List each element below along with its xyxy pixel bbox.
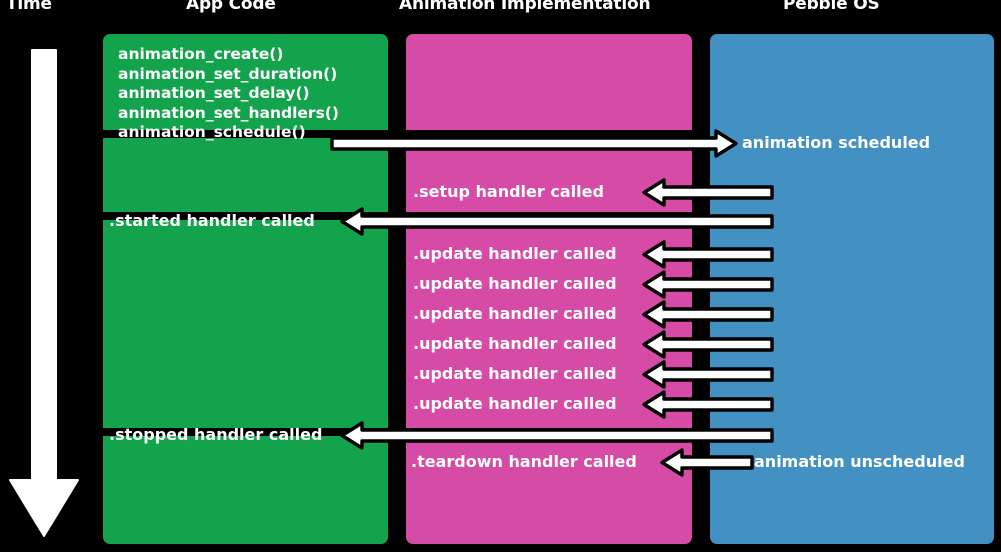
arrow-update-handler-4 xyxy=(642,330,774,359)
arrow-started-handler xyxy=(340,207,774,236)
column-header-app-code: App Code xyxy=(186,0,276,14)
arrow-teardown-handler xyxy=(660,448,754,477)
lane-anim-segment-4 xyxy=(404,434,694,546)
lane-app-segment-1 xyxy=(101,32,390,132)
column-header-time: Time xyxy=(6,0,52,14)
arrow-update-handler-6 xyxy=(642,390,774,419)
label-setup-handler: .setup handler called xyxy=(413,182,604,201)
column-header-pebble-os: Pebble OS xyxy=(783,0,880,14)
label-started-handler: .started handler called xyxy=(109,211,315,230)
column-header-animation-implementation: Animation Implementation xyxy=(399,0,651,14)
lane-app-segment-4 xyxy=(101,434,390,546)
arrow-setup-handler xyxy=(642,178,774,207)
lane-anim-segment-1 xyxy=(404,32,694,132)
lane-app-code xyxy=(101,32,390,546)
arrow-update-handler-5 xyxy=(642,360,774,389)
lane-app-segment-3 xyxy=(101,218,390,430)
down-arrow-icon xyxy=(9,49,79,537)
label-teardown-handler: .teardown handler called xyxy=(411,452,637,471)
label-animation-unscheduled: animation unscheduled xyxy=(754,452,965,471)
label-update-handler-3: .update handler called xyxy=(413,304,617,323)
label-update-handler-6: .update handler called xyxy=(413,394,617,413)
label-update-handler-4: .update handler called xyxy=(413,334,617,353)
arrow-update-handler-2 xyxy=(642,270,774,299)
label-update-handler-5: .update handler called xyxy=(413,364,617,383)
arrow-animation-scheduled xyxy=(330,129,738,158)
label-update-handler-2: .update handler called xyxy=(413,274,617,293)
label-stopped-handler: .stopped handler called xyxy=(109,425,323,444)
arrow-update-handler-3 xyxy=(642,300,774,329)
app-code-call-list: animation_create() animation_set_duratio… xyxy=(118,45,339,141)
label-update-handler-1: .update handler called xyxy=(413,244,617,263)
arrow-stopped-handler xyxy=(340,421,774,450)
label-animation-scheduled: animation scheduled xyxy=(742,133,931,152)
arrow-update-handler-1 xyxy=(642,240,774,269)
